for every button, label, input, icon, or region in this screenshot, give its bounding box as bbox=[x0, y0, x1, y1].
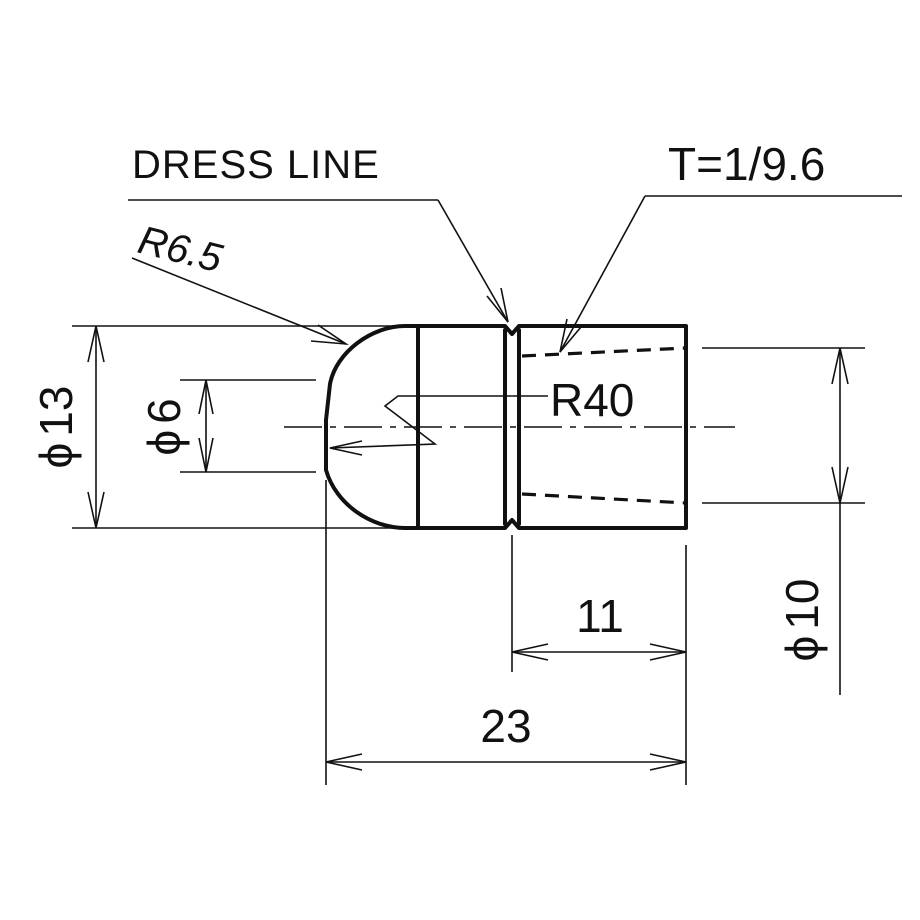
dim-len-23-label: 23 bbox=[480, 700, 531, 752]
dim-len-11-label: 11 bbox=[576, 590, 624, 642]
leader-r6-5: R6.5 bbox=[131, 218, 349, 346]
dim-len-23: 23 bbox=[325, 700, 687, 771]
dim-dia-6-label: ϕ6 bbox=[138, 398, 190, 455]
leader-taper: T=1/9.6 bbox=[559, 138, 902, 353]
dim-dia-6: ϕ6 bbox=[138, 379, 214, 473]
dim-dia-10: ϕ10 bbox=[776, 347, 849, 695]
dome-tip bbox=[324, 324, 420, 530]
taper-bore-hidden bbox=[521, 346, 687, 505]
body-section bbox=[416, 324, 688, 530]
label-r6-5: R6.5 bbox=[134, 218, 227, 281]
extension-lines bbox=[72, 325, 865, 785]
dim-dia-10-label: ϕ10 bbox=[776, 579, 828, 662]
label-dress-line: DRESS LINE bbox=[132, 143, 380, 187]
dim-dia-13: ϕ13 bbox=[30, 325, 105, 529]
dim-dia-13-label: ϕ13 bbox=[30, 386, 82, 469]
leader-dress-line: DRESS LINE bbox=[128, 143, 509, 323]
dim-len-11: 11 bbox=[511, 590, 687, 661]
leader-r40: R40 bbox=[329, 374, 634, 456]
label-taper: T=1/9.6 bbox=[668, 138, 825, 190]
label-r40: R40 bbox=[550, 374, 634, 426]
